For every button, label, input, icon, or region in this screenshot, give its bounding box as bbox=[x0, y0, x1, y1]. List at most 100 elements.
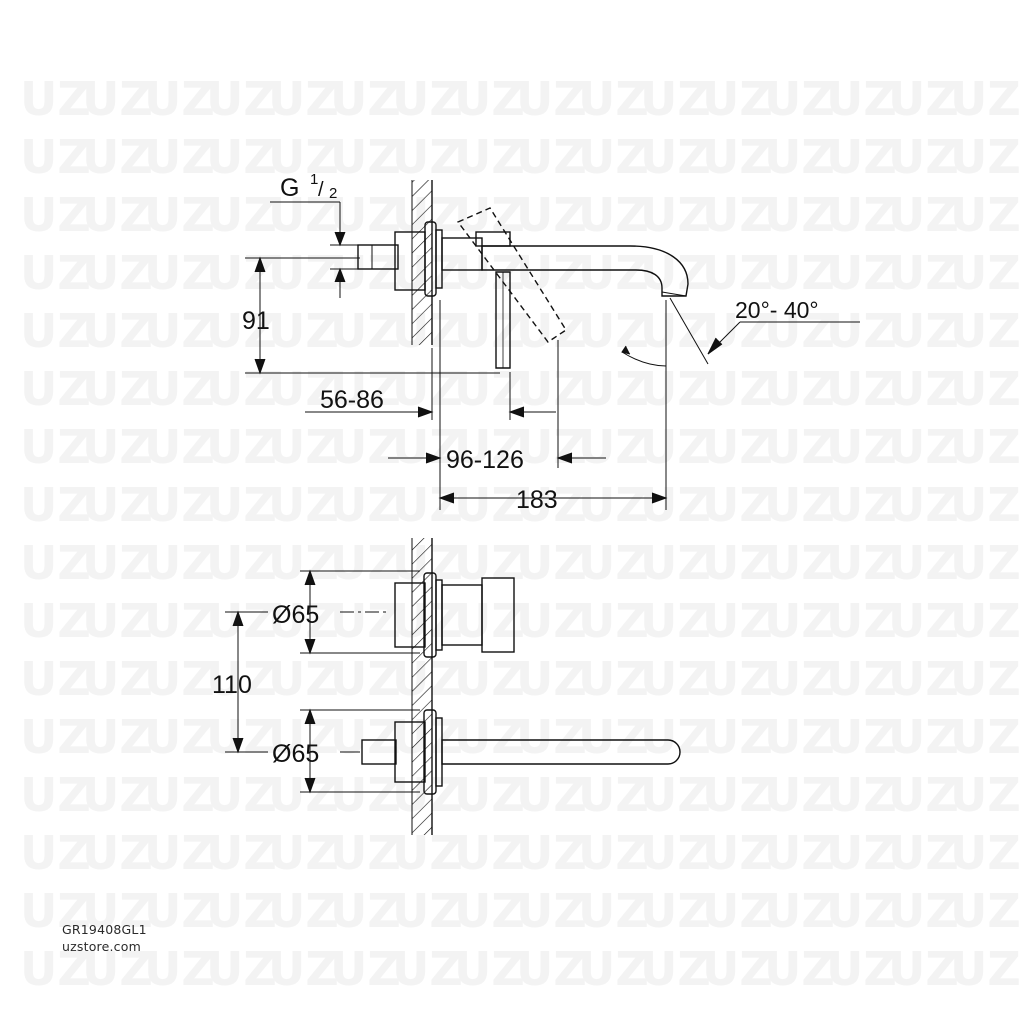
side-elevation bbox=[357, 180, 689, 369]
watermark-glyph: UZ bbox=[764, 710, 835, 764]
watermark-glyph: UZ bbox=[454, 594, 525, 648]
watermark-glyph: UZ bbox=[206, 536, 277, 590]
watermark-glyph: UZ bbox=[516, 884, 587, 938]
dim-110: 110 bbox=[212, 671, 252, 699]
watermark-glyph: UZ bbox=[888, 420, 959, 474]
wall-top bbox=[411, 180, 433, 345]
watermark-glyph: UZ bbox=[640, 188, 711, 242]
watermark-glyph: UZ bbox=[454, 652, 525, 706]
watermark-glyph: UZ bbox=[20, 362, 91, 416]
watermark-glyph: UZ bbox=[516, 942, 587, 996]
watermark-glyph: UZ bbox=[454, 246, 525, 300]
watermark-glyph: UZ bbox=[268, 420, 339, 474]
dimensions-top bbox=[245, 201, 860, 510]
watermark-glyph: UZ bbox=[578, 710, 649, 764]
watermark-glyph: UZ bbox=[144, 246, 215, 300]
watermark-glyph: UZ bbox=[20, 536, 91, 590]
watermark-glyph: UZ bbox=[950, 304, 1021, 358]
watermark-glyph: UZ bbox=[888, 72, 959, 126]
watermark-glyph: UZ bbox=[826, 304, 897, 358]
watermark-glyph: UZ bbox=[826, 362, 897, 416]
watermark-glyph: UZ bbox=[206, 362, 277, 416]
watermark-glyph: UZ bbox=[82, 304, 153, 358]
watermark-glyph: UZ bbox=[20, 768, 91, 822]
watermark-glyph: UZ bbox=[392, 130, 463, 184]
watermark-glyph: UZ bbox=[702, 884, 773, 938]
watermark-glyph: UZ bbox=[20, 130, 91, 184]
watermark-glyph: UZ bbox=[268, 304, 339, 358]
watermark-glyph: UZ bbox=[764, 884, 835, 938]
watermark-glyph: UZ bbox=[516, 188, 587, 242]
watermark-glyph: UZ bbox=[516, 246, 587, 300]
watermark-glyph: UZ bbox=[20, 246, 91, 300]
watermark-glyph: UZ bbox=[144, 362, 215, 416]
watermark-glyph: UZ bbox=[144, 188, 215, 242]
watermark-glyph: UZ bbox=[454, 768, 525, 822]
watermark-glyph: UZ bbox=[392, 420, 463, 474]
watermark-glyph: UZ bbox=[268, 768, 339, 822]
watermark-glyph: UZ bbox=[578, 536, 649, 590]
watermark-glyph: UZ bbox=[702, 768, 773, 822]
product-code: GR19408GL1 bbox=[62, 922, 147, 937]
watermark-glyph: UZ bbox=[578, 942, 649, 996]
watermark-glyph: UZ bbox=[950, 72, 1021, 126]
watermark-glyph: UZ bbox=[826, 478, 897, 532]
watermark-glyph: UZ bbox=[206, 478, 277, 532]
watermark-glyph: UZ bbox=[268, 652, 339, 706]
watermark-glyph: UZ bbox=[330, 942, 401, 996]
watermark-glyph: UZ bbox=[888, 478, 959, 532]
watermark-glyph: UZ bbox=[144, 72, 215, 126]
watermark-glyph: UZ bbox=[950, 652, 1021, 706]
watermark-glyph: UZ bbox=[82, 188, 153, 242]
watermark-glyph: UZ bbox=[764, 130, 835, 184]
watermark-glyph: UZ bbox=[206, 420, 277, 474]
watermark-glyph: UZ bbox=[516, 710, 587, 764]
watermark-glyph: UZ bbox=[578, 304, 649, 358]
watermark-glyph: UZ bbox=[764, 72, 835, 126]
watermark-glyph: UZ bbox=[20, 826, 91, 880]
watermark-glyph: UZ bbox=[144, 768, 215, 822]
watermark-glyph: UZ bbox=[144, 826, 215, 880]
watermark-glyph: UZ bbox=[20, 652, 91, 706]
watermark-glyph: UZ bbox=[82, 536, 153, 590]
watermark-glyph: UZ bbox=[454, 826, 525, 880]
watermark-glyph: UZ bbox=[330, 884, 401, 938]
watermark-glyph: UZ bbox=[764, 942, 835, 996]
watermark-glyph: UZ bbox=[578, 362, 649, 416]
watermark-glyph: UZ bbox=[702, 72, 773, 126]
watermark-glyph: UZ bbox=[516, 826, 587, 880]
watermark-glyph: UZ bbox=[764, 420, 835, 474]
watermark-glyph: UZ bbox=[578, 652, 649, 706]
watermark-glyph: UZ bbox=[640, 884, 711, 938]
watermark-glyph: UZ bbox=[330, 594, 401, 648]
watermark-glyph: UZ bbox=[826, 942, 897, 996]
watermark-glyph: UZ bbox=[888, 710, 959, 764]
dim-91: 91 bbox=[242, 307, 270, 335]
watermark-glyph: UZ bbox=[640, 942, 711, 996]
watermark-glyph: UZ bbox=[702, 246, 773, 300]
watermark-glyph: UZ bbox=[20, 420, 91, 474]
watermark-glyph: UZ bbox=[640, 652, 711, 706]
watermark-glyph: UZ bbox=[268, 826, 339, 880]
watermark-glyph: UZ bbox=[578, 594, 649, 648]
dim-56-86: 56-86 bbox=[320, 386, 384, 414]
watermark-glyph: UZ bbox=[20, 594, 91, 648]
watermark-glyph: UZ bbox=[640, 478, 711, 532]
watermark-glyph: UZ bbox=[454, 710, 525, 764]
watermark-glyph: UZ bbox=[826, 884, 897, 938]
watermark-glyph: UZ bbox=[454, 188, 525, 242]
watermark-glyph: UZ bbox=[578, 188, 649, 242]
watermark-glyph: UZ bbox=[702, 188, 773, 242]
spout-inlet bbox=[361, 739, 397, 765]
watermark-glyph: UZ bbox=[144, 652, 215, 706]
watermark-glyph: UZ bbox=[268, 362, 339, 416]
watermark-glyph: UZ bbox=[206, 884, 277, 938]
watermark-glyph: UZ bbox=[702, 420, 773, 474]
watermark-glyph: UZ bbox=[454, 420, 525, 474]
wall-bottom bbox=[411, 538, 433, 835]
watermark-glyph: UZ bbox=[702, 130, 773, 184]
watermark-glyph: UZ bbox=[144, 710, 215, 764]
watermark-glyph: UZ bbox=[454, 130, 525, 184]
watermark-glyph: UZ bbox=[82, 72, 153, 126]
watermark-glyph: UZ bbox=[206, 130, 277, 184]
